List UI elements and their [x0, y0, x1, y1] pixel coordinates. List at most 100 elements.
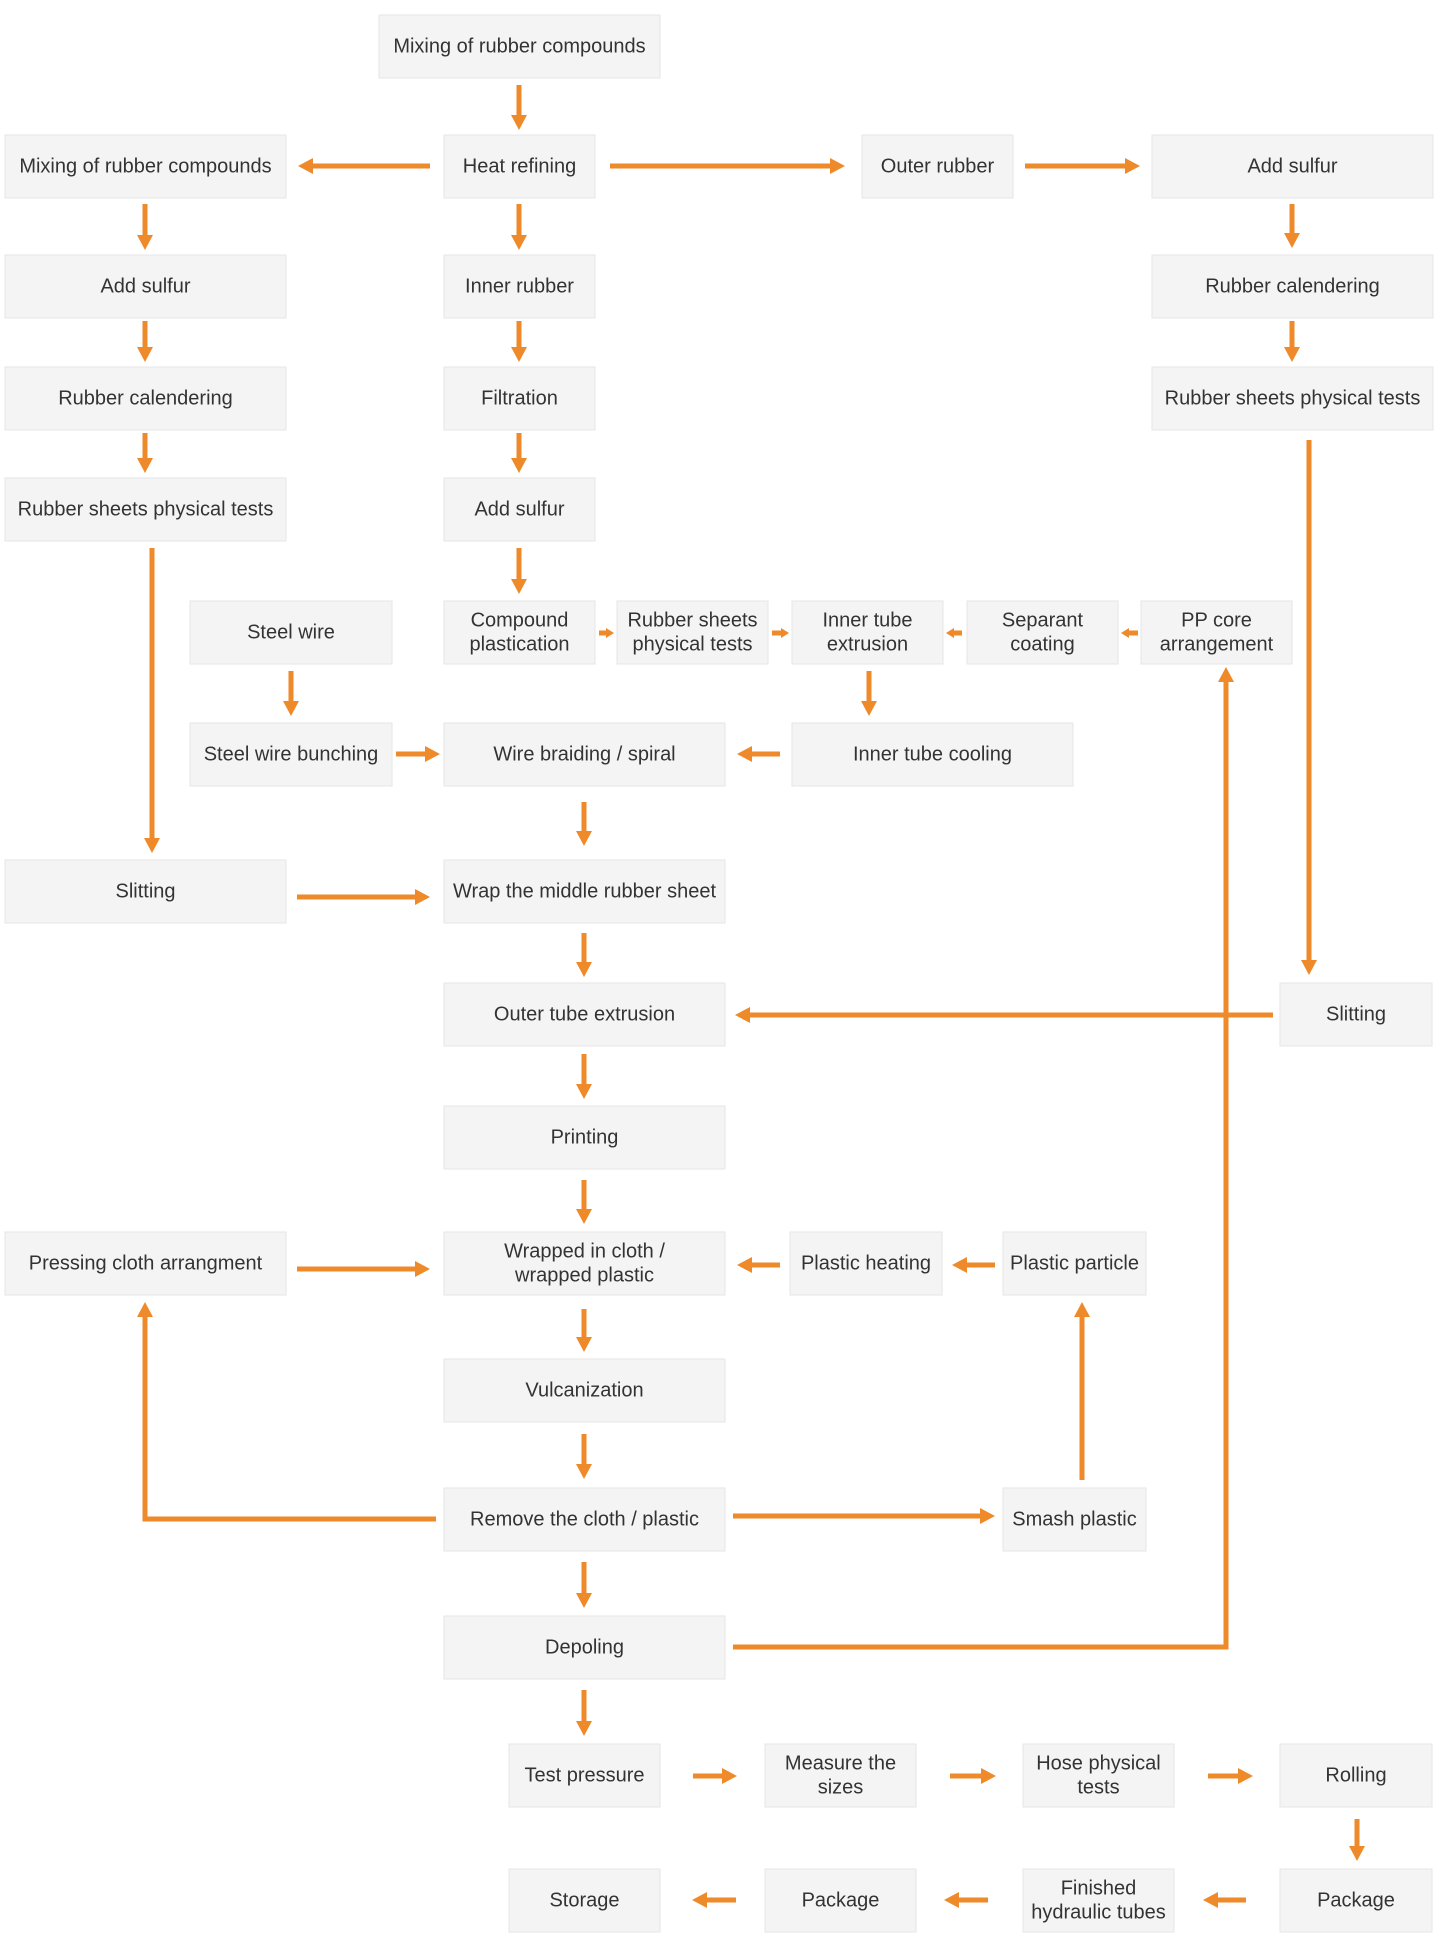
flow-arrow [137, 204, 153, 250]
step-box [443, 859, 726, 924]
step-wrap-middle: Wrap the middle rubber sheet [443, 859, 726, 924]
step-label: arrangement [1160, 634, 1274, 656]
step-outer-rubber: Outer rubber [861, 134, 1014, 199]
step-filtration: Filtration [443, 366, 596, 431]
flow-arrow-head [830, 158, 845, 174]
step-label: Steel wire [247, 622, 335, 644]
flow-arrow-head [576, 1464, 592, 1479]
flow-arrow-head [737, 1257, 752, 1273]
flow-arrow [772, 628, 789, 638]
flow-arrow [297, 889, 430, 905]
step-box [4, 859, 287, 924]
step-box [443, 1231, 726, 1296]
step-label: Rubber sheets physical tests [1165, 388, 1421, 410]
flow-arrow-head [298, 158, 313, 174]
step-label: Wrapped in cloth / [504, 1241, 665, 1263]
flow-arrow-head [511, 579, 527, 594]
flow-arrow [946, 628, 962, 638]
flow-arrow [576, 1309, 592, 1352]
flow-arrow [511, 204, 527, 250]
flow-arrow-head [1121, 628, 1129, 638]
flow-arrow [511, 85, 527, 130]
flow-arrow [950, 1768, 996, 1784]
flow-arrow [576, 933, 592, 977]
flow-arrow [137, 1302, 436, 1522]
flow-arrow [1121, 628, 1138, 638]
flow-arrow-head [952, 1257, 967, 1273]
step-label: Hose physical [1036, 1753, 1161, 1775]
step-calendering-left: Rubber calendering [4, 366, 287, 431]
flow-arrow-head [137, 347, 153, 362]
step-tests-left: Rubber sheets physical tests [4, 477, 287, 542]
step-outer-tube-extrusion: Outer tube extrusion [443, 982, 726, 1047]
step-label: Package [1317, 1890, 1395, 1912]
flow-arrow-head [737, 746, 752, 762]
step-label: Vulcanization [525, 1380, 643, 1402]
flow-arrow [692, 1892, 736, 1908]
step-label: Depoling [545, 1637, 624, 1659]
flow-arrow-head [576, 1209, 592, 1224]
step-package-right: Package [1279, 1868, 1433, 1933]
step-box [4, 366, 287, 431]
step-depoling: Depoling [443, 1615, 726, 1680]
step-test-pressure: Test pressure [508, 1743, 661, 1808]
step-mix-left: Mixing of rubber compounds [4, 134, 287, 199]
step-label: Filtration [481, 388, 558, 410]
step-label: Remove the cloth / plastic [470, 1509, 699, 1531]
flow-arrow-head [1203, 1892, 1218, 1908]
step-mix-top: Mixing of rubber compounds [378, 14, 661, 79]
flow-arrow [576, 1562, 592, 1608]
step-label: PP core [1181, 610, 1252, 632]
step-label: Wire braiding / spiral [493, 744, 675, 766]
step-storage: Storage [508, 1868, 661, 1933]
step-label: extrusion [827, 634, 908, 656]
step-box [443, 1615, 726, 1680]
step-slitting-right: Slitting [1279, 982, 1433, 1047]
step-box [1002, 1231, 1147, 1296]
step-label: Add sulfur [474, 499, 564, 521]
step-box [966, 600, 1119, 665]
flow-arrow-head [781, 628, 789, 638]
step-tests-right: Rubber sheets physical tests [1151, 366, 1434, 431]
step-label: tests [1077, 1777, 1119, 1799]
step-label: Mixing of rubber compounds [19, 156, 271, 178]
step-box [1279, 982, 1433, 1047]
step-box [443, 1487, 726, 1552]
step-label: Inner tube cooling [853, 744, 1012, 766]
step-steel-wire-bunching: Steel wire bunching [189, 722, 393, 787]
flow-arrow-head [576, 1084, 592, 1099]
step-box [1151, 134, 1434, 199]
flow-arrow-head [606, 628, 614, 638]
step-box [1279, 1868, 1433, 1933]
step-box [791, 722, 1074, 787]
flow-arrow [733, 1508, 995, 1524]
flow-arrow-head [861, 701, 877, 716]
flow-arrow [576, 1180, 592, 1224]
step-box [443, 1105, 726, 1170]
step-label: Mixing of rubber compounds [393, 36, 645, 58]
step-slitting-left: Slitting [4, 859, 287, 924]
step-smash-plastic: Smash plastic [1002, 1487, 1147, 1552]
step-label: Compound [471, 610, 569, 632]
step-label: Measure the [785, 1753, 896, 1775]
step-label: sizes [818, 1777, 864, 1799]
flow-arrow [1301, 440, 1317, 975]
step-label: Outer tube extrusion [494, 1004, 675, 1026]
flow-arrow-head [1218, 667, 1234, 682]
flow-arrow-line [733, 681, 1229, 1650]
flow-arrow-head [980, 1508, 995, 1524]
flow-arrow [1074, 1302, 1090, 1480]
flow-arrow [511, 548, 527, 594]
step-heat-refining: Heat refining [443, 134, 596, 199]
step-plastic-particle: Plastic particle [1002, 1231, 1147, 1296]
step-rolling: Rolling [1279, 1743, 1433, 1808]
step-box [508, 1743, 661, 1808]
step-label: Finished [1061, 1878, 1137, 1900]
flow-arrow [1349, 1819, 1365, 1861]
step-label: Test pressure [524, 1765, 644, 1787]
flow-arrow-head [946, 628, 954, 638]
step-label: Rolling [1325, 1765, 1386, 1787]
